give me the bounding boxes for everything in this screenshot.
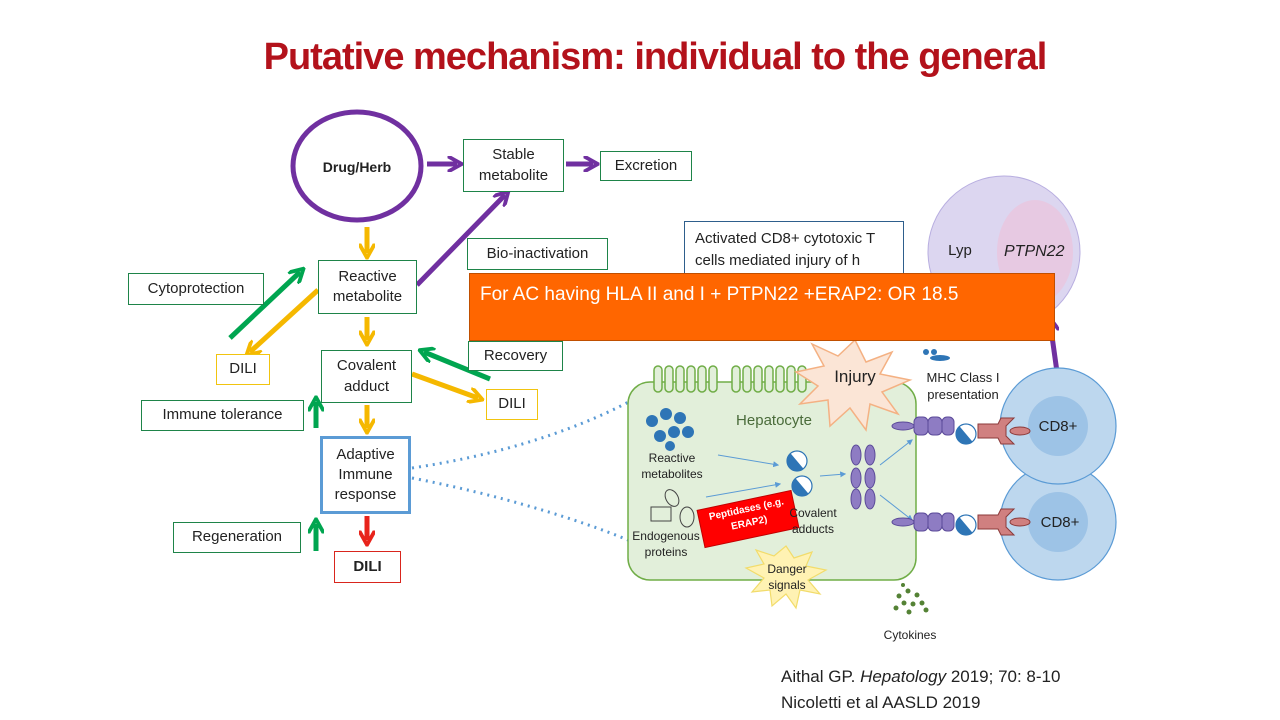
covalent-adduct-icon-bottom bbox=[791, 475, 813, 497]
endogenous-proteins-label: Endogenous proteins bbox=[632, 529, 700, 559]
mhc-presentation-icon bbox=[923, 349, 950, 361]
danger-signals-burst bbox=[744, 545, 828, 610]
arrow-mhc-to-bottom-tcr bbox=[879, 494, 913, 521]
covalent-adducts-label: Covalent adducts bbox=[789, 506, 837, 536]
danger-signals-label: Danger signals bbox=[767, 562, 807, 592]
endogenous-protein-oval-2 bbox=[664, 489, 680, 507]
covalent-adduct-box: Covalent adduct bbox=[321, 350, 412, 403]
injury-label: Injury bbox=[834, 367, 876, 386]
mhc-tcr-complex-bottom bbox=[891, 508, 1031, 536]
stable-metabolite-box: Stable metabolite bbox=[463, 139, 564, 192]
endogenous-protein-rect bbox=[650, 506, 672, 522]
dili-left-box: DILI bbox=[216, 354, 270, 385]
immune-tolerance-box: Immune tolerance bbox=[141, 400, 304, 431]
mhc-presentation-label: MHC Class I presentation bbox=[926, 370, 1000, 402]
cytoprotection-box: Cytoprotection bbox=[128, 273, 264, 305]
recovery-box: Recovery bbox=[468, 341, 563, 371]
endogenous-protein-oval bbox=[679, 506, 695, 528]
reactive-metabolites-cluster bbox=[646, 408, 694, 451]
activated-cd8-callout: Activated CD8+ cytotoxic T cells mediate… bbox=[684, 221, 904, 281]
arrow-recovery bbox=[424, 352, 491, 382]
cytokines-label: Cytokines bbox=[883, 628, 937, 642]
reactive-metabolites-label: Reactive metabolites bbox=[641, 451, 703, 481]
cd8-nucleus-bottom bbox=[1028, 492, 1088, 552]
arrow-cytoprotection bbox=[228, 272, 300, 340]
cd8-bottom-label: CD8+ bbox=[1040, 514, 1080, 531]
regeneration-box: Regeneration bbox=[173, 522, 301, 553]
peptidases-box bbox=[696, 489, 800, 549]
bio-inactivation-box: Bio-inactivation bbox=[467, 238, 608, 270]
arrow-reactive-to-stable bbox=[415, 195, 505, 287]
arrow-reactive-to-dili bbox=[250, 288, 320, 352]
reference-aithal-prefix: Aithal GP. bbox=[781, 667, 861, 686]
slide-title: Putative mechanism: individual to the ge… bbox=[263, 36, 1048, 78]
cd8-top-label: CD8+ bbox=[1038, 418, 1078, 435]
drug-herb-circle bbox=[290, 109, 424, 223]
drug-herb-label: Drug/Herb bbox=[322, 159, 392, 175]
mhc-tcr-complex-top bbox=[891, 416, 1031, 445]
arrow-mhc-to-top-tcr bbox=[879, 439, 913, 466]
arrow-covalent-to-dili bbox=[411, 371, 478, 398]
arrow-reactive-to-adduct bbox=[717, 454, 780, 468]
reference-aithal-journal: Hepatology bbox=[860, 667, 947, 686]
cytokines-dots bbox=[893, 583, 929, 615]
excretion-box: Excretion bbox=[600, 151, 692, 181]
lyp-label: Lyp bbox=[948, 242, 972, 259]
reference-aithal-suffix: 2019; 70: 8-10 bbox=[946, 667, 1061, 686]
adaptive-immune-response-box: Adaptive Immune response bbox=[320, 436, 411, 514]
injury-burst bbox=[794, 338, 913, 432]
dili-bottom-box: DILI bbox=[334, 551, 401, 583]
reference-nicoletti: Nicoletti et al AASLD 2019 bbox=[781, 693, 981, 712]
hla-odds-ratio-banner: For AC having HLA II and I + PTPN22 +ERA… bbox=[469, 273, 1055, 341]
arrow-adduct-to-mhc bbox=[819, 471, 847, 478]
dotted-connector-bottom bbox=[411, 476, 629, 542]
reference-aithal: Aithal GP. Hepatology 2019; 70: 8-10 bbox=[781, 667, 1060, 687]
ptpn22-label: PTPN22 bbox=[1004, 243, 1065, 260]
dili-right-box: DILI bbox=[486, 389, 538, 420]
hepatocyte-label: Hepatocyte bbox=[736, 412, 812, 429]
microvilli bbox=[653, 365, 807, 393]
cd8-nucleus-top bbox=[1028, 396, 1088, 456]
reactive-metabolite-box: Reactive metabolite bbox=[318, 260, 417, 314]
mhc-molecule-icon bbox=[850, 444, 876, 510]
arrow-protein-to-adduct bbox=[705, 481, 782, 498]
covalent-adduct-icon-top bbox=[786, 450, 808, 472]
